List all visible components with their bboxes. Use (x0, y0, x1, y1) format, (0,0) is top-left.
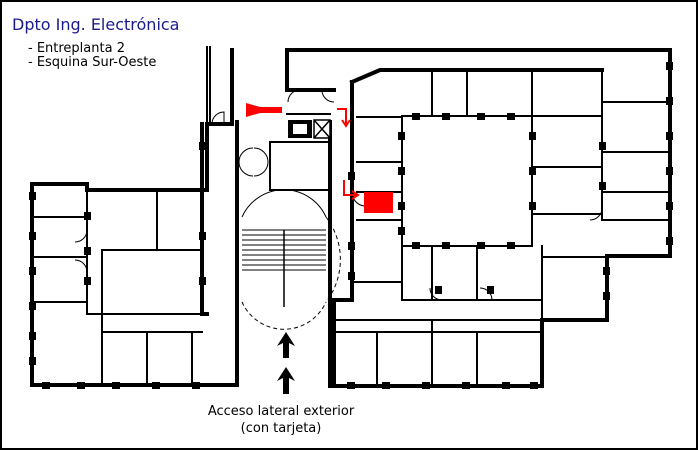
note-floor: - Entreplanta 2 (28, 41, 125, 56)
entrance-caption-line2: (con tarjeta) (240, 421, 322, 436)
red-arrow-icon (343, 180, 360, 200)
up-arrow-icon (277, 367, 295, 394)
red-arrow-icon (337, 108, 351, 128)
up-arrow-icon (277, 332, 295, 358)
entrance-caption-line1: Acceso lateral exterior (207, 404, 355, 419)
red-arrow-icon (246, 103, 282, 117)
outer-walls (30, 48, 672, 388)
note-corner: - Esquina Sur-Oeste (28, 55, 157, 70)
staircase-icon (241, 189, 341, 330)
window-marks (29, 62, 673, 389)
destination-marker (364, 192, 393, 213)
location-notes: - Entreplanta 2 - Esquina Sur-Oeste (28, 42, 156, 70)
door-swings (74, 89, 603, 301)
elevator-icon (288, 119, 331, 139)
page-title: Dpto Ing. Electrónica (12, 15, 180, 34)
entrance-caption: Acceso lateral exterior (con tarjeta) (178, 403, 384, 437)
